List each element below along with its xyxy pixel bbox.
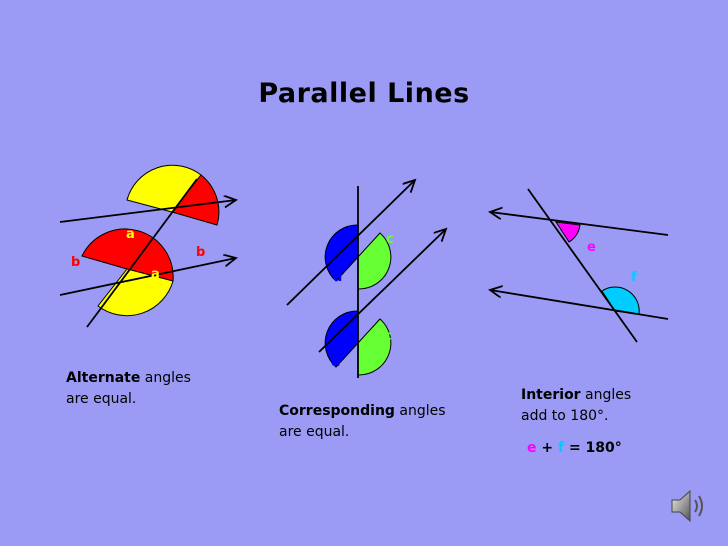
speaker-icon[interactable] [668, 486, 708, 526]
label-a-bottom: a [151, 267, 160, 282]
angle-c-bottom [357, 318, 392, 376]
parallel-line-top [59, 200, 236, 223]
equation-rest: = 180° [568, 440, 622, 456]
parallel-line-upper [286, 180, 415, 306]
angle-c-top [357, 232, 392, 290]
corresponding-caption-rest: angles [394, 403, 446, 419]
equation-e: e [527, 440, 537, 456]
angle-f [601, 286, 640, 315]
alternate-caption-bold: Alternate [66, 370, 141, 386]
angle-d-top [324, 224, 359, 282]
corresponding-diagram: c d c d [286, 180, 446, 378]
label-b-top: b [196, 245, 205, 260]
alternate-caption-line2: are equal. [66, 391, 137, 407]
interior-diagram: e f [490, 188, 669, 343]
transversal-line-diagonal [527, 188, 638, 343]
label-e: e [587, 240, 596, 255]
parallel-line-lower [318, 229, 446, 353]
label-d-bottom: d [331, 355, 340, 370]
interior-caption-line2: add to 180°. [521, 408, 609, 424]
angle-a-top [126, 164, 202, 213]
parallel-line-bottom-left [490, 290, 669, 320]
angle-b-top [171, 174, 220, 226]
alternate-caption: Alternate angles are equal. [66, 368, 191, 410]
parallel-line-top-left [490, 212, 669, 236]
equation-f: f [557, 440, 565, 456]
angle-a-bottom [97, 268, 174, 317]
alternate-caption-rest: angles [140, 370, 191, 386]
interior-caption: Interior angles add to 180°. [521, 385, 631, 427]
corresponding-caption-bold: Corresponding [279, 403, 395, 419]
transversal-line [86, 178, 198, 328]
label-c-top: c [386, 232, 394, 247]
corresponding-caption-line2: are equal. [279, 424, 350, 440]
label-b-bottom: b [71, 255, 80, 270]
interior-caption-rest: angles [580, 387, 632, 403]
label-c-bottom: c [384, 329, 392, 344]
corresponding-caption: Corresponding angles are equal. [279, 401, 446, 443]
page-title: Parallel Lines [258, 78, 470, 109]
label-f: f [631, 270, 637, 285]
equation-plus: + [541, 440, 554, 456]
parallel-line-bottom [59, 258, 236, 296]
interior-caption-bold: Interior [521, 387, 581, 403]
angle-d-bottom [324, 310, 359, 368]
label-d-top: d [333, 270, 342, 285]
alternate-diagram: a b b a [59, 164, 236, 328]
interior-equation: e + f = 180° [527, 440, 622, 456]
label-a-top: a [126, 227, 135, 242]
angle-e [554, 221, 581, 243]
